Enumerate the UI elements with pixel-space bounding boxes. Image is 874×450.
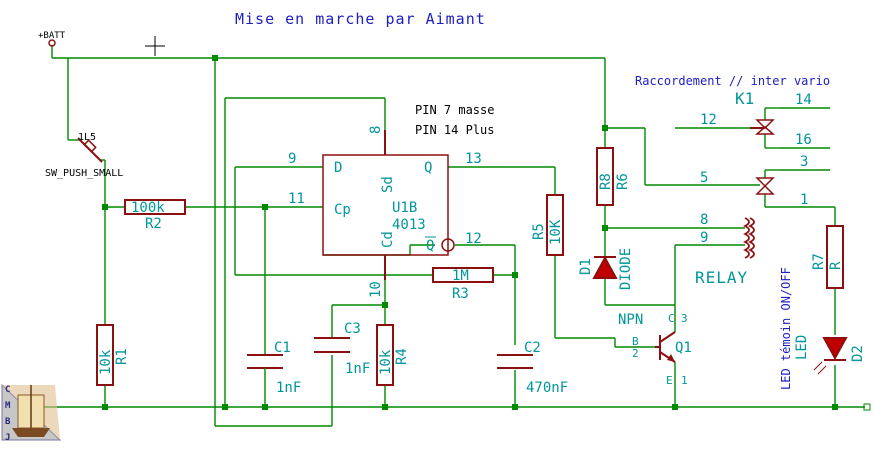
ic-pin-cd: Cd: [380, 231, 396, 248]
q1-pin-b: B: [632, 335, 639, 348]
ic-ref: U1B: [392, 200, 417, 216]
r1-ref: R1: [114, 348, 130, 365]
switch-ref: 1L5: [78, 132, 96, 143]
push-switch: 1L5 SW_PUSH_SMALL: [45, 132, 123, 179]
relay-pin-16: 16: [795, 132, 812, 148]
page-title: Mise en marche par Aimant: [235, 10, 486, 28]
r4-value: 10k: [378, 349, 394, 375]
d2-ref: D2: [850, 345, 866, 362]
ic-pin-sd: Sd: [380, 176, 396, 193]
relay-pin-12: 12: [700, 112, 717, 128]
r2-ref: R2: [145, 216, 162, 232]
resistor-r5: 10K R5: [531, 194, 564, 256]
q1-ref: Q1: [675, 340, 692, 356]
switch-name: SW_PUSH_SMALL: [45, 168, 123, 179]
ic-pin-13: 13: [465, 151, 482, 167]
logo-letter-j: J: [5, 433, 10, 443]
r6-value: R8: [598, 173, 614, 190]
ic-part: 4013: [392, 217, 426, 233]
c2-value: 470nF: [526, 380, 568, 396]
relay-pin-14: 14: [795, 92, 812, 108]
resistor-r6: R8 R6: [596, 147, 631, 206]
diode-d1: D1 DIODE: [578, 248, 634, 290]
ic-pin-d: D: [334, 160, 342, 176]
led-caption: LED témoin ON/OFF: [779, 267, 793, 390]
c2-ref: C2: [524, 340, 541, 356]
led-d2: D2 LED LED témoin ON/OFF: [779, 267, 866, 390]
capacitor-c2: C2 470nF: [497, 340, 568, 396]
cmbj-logo: C M B J: [1, 383, 62, 443]
relay-pin-1: 1: [800, 192, 808, 208]
q1-type: NPN: [618, 312, 643, 328]
logo-letter-b: B: [5, 417, 11, 427]
resistor-r4: 10k R4: [376, 324, 410, 386]
battery-label: +BATT: [38, 31, 66, 41]
relay-pin-9: 9: [700, 230, 708, 246]
ic-pin-12: 12: [465, 231, 482, 247]
wires: [30, 45, 865, 427]
relay-ref: K1: [735, 89, 754, 108]
ground-terminal: [863, 403, 871, 411]
c1-ref: C1: [274, 340, 291, 356]
logo-letter-m: M: [5, 401, 11, 411]
resistor-r7: R R7: [811, 225, 844, 289]
r7-value: R: [828, 261, 844, 270]
r3-ref: R3: [452, 286, 469, 302]
connection-note: Raccordement // inter vario: [635, 74, 830, 88]
capacitor-c3: C3 1nF: [314, 321, 370, 377]
r7-ref: R7: [811, 253, 827, 270]
ic-pin-10: 10: [368, 281, 384, 298]
resistor-r1: 10k R1: [96, 324, 130, 386]
logo-letter-c: C: [5, 385, 10, 395]
transistor-q1: NPN Q1 B 2 C 3 E 1: [618, 312, 692, 387]
q1-pin-e: E: [666, 374, 673, 387]
c3-value: 1nF: [345, 361, 370, 377]
pin-note-plus: PIN 14 Plus: [415, 123, 494, 137]
r5-ref: R5: [531, 223, 547, 240]
relay-pin-3: 3: [800, 154, 808, 170]
battery-terminal: +BATT: [38, 31, 66, 47]
c3-ref: C3: [344, 321, 361, 337]
q1-pin-e-num: 1: [681, 374, 688, 387]
q1-pin-c: C: [668, 312, 675, 325]
ic-pin-qbar: Q: [426, 238, 434, 254]
relay-label: RELAY: [695, 268, 748, 287]
r2-value: 100k: [131, 200, 165, 216]
ic-pin-q: Q: [424, 160, 432, 176]
pin-note-masse: PIN 7 masse: [415, 103, 494, 117]
ic-4013: D Cp Q Q U1B 4013 Sd Cd 9 11 13 12 8 10: [288, 126, 482, 298]
r5-value: 10K: [548, 219, 564, 245]
relay-pin-8: 8: [700, 212, 708, 228]
crosshair-cursor-icon: [145, 36, 165, 56]
junction-dots: [102, 55, 838, 410]
resistor-r3: 1M R3: [432, 267, 494, 302]
relay-k1: K1 RELAY 14 12 16 3 5 1 8 9: [695, 89, 812, 287]
ic-pin-8: 8: [368, 126, 384, 134]
q1-pin-b-num: 2: [632, 347, 639, 360]
ic-pin-cp: Cp: [334, 202, 351, 218]
d1-ref: D1: [578, 258, 594, 275]
d1-name: DIODE: [618, 248, 634, 290]
r4-ref: R4: [394, 348, 410, 365]
d2-name: LED: [794, 335, 810, 360]
q1-pin-c-num: 3: [681, 312, 688, 325]
resistor-r2: 100k R2: [124, 199, 186, 232]
c1-value: 1nF: [276, 380, 301, 396]
r3-value: 1M: [452, 268, 469, 284]
ic-pin-9: 9: [288, 151, 296, 167]
relay-pin-5: 5: [700, 170, 708, 186]
ic-pin-11: 11: [288, 191, 305, 207]
capacitor-c1: C1 1nF: [247, 340, 301, 396]
r1-value: 10k: [98, 349, 114, 375]
r6-ref: R6: [615, 173, 631, 190]
